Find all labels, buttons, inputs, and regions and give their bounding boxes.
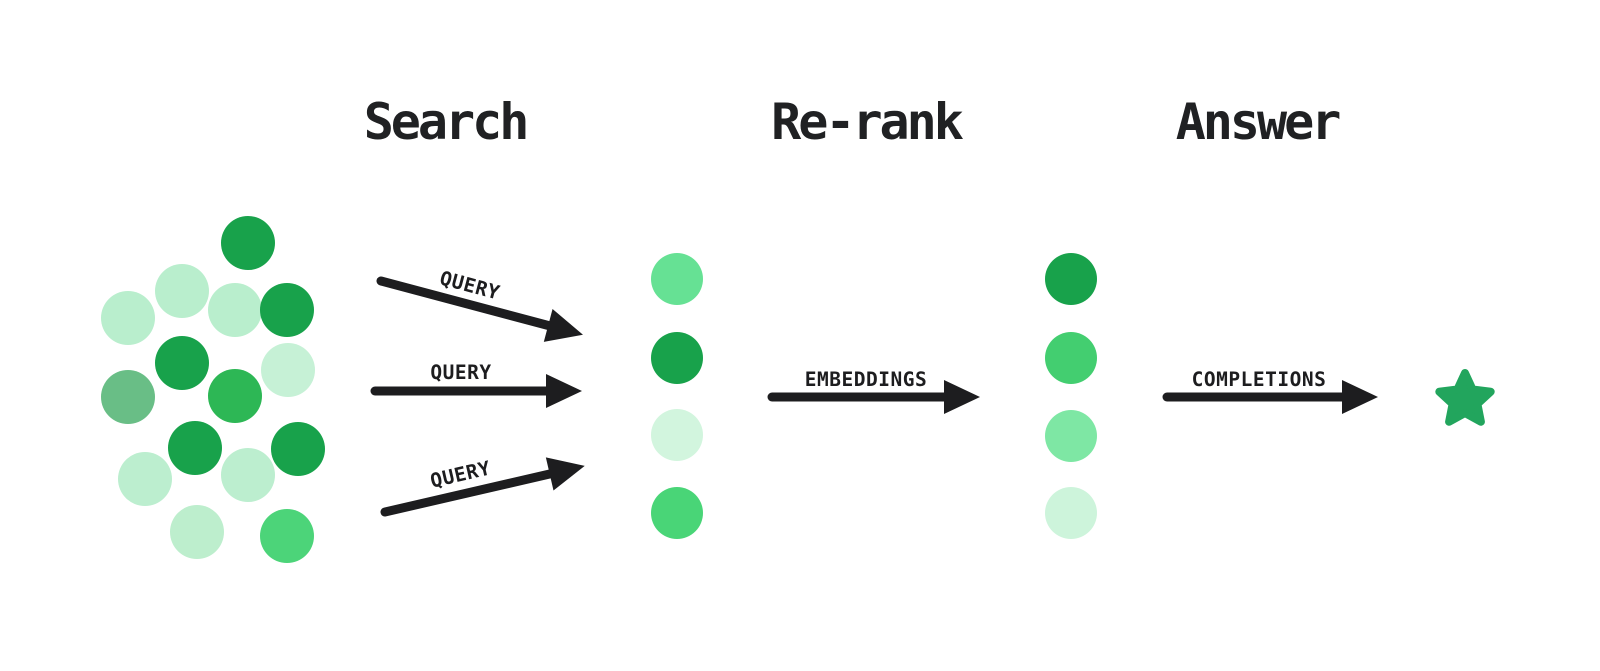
- embeddings-label: EMBEDDINGS: [805, 368, 927, 391]
- reranked-result-dot: [1045, 332, 1097, 384]
- document-dot: [208, 369, 262, 423]
- document-dot: [261, 343, 315, 397]
- completions-label: COMPLETIONS: [1192, 368, 1327, 391]
- completions-arrow-head-icon: [1342, 380, 1378, 414]
- heading-rerank: Re-rank: [771, 93, 964, 151]
- document-dot: [101, 370, 155, 424]
- document-dot: [168, 421, 222, 475]
- document-dot: [170, 505, 224, 559]
- query-arrow-bottom: QUERY: [380, 456, 585, 517]
- document-dot: [208, 283, 262, 337]
- heading-answer: Answer: [1175, 93, 1342, 151]
- reranked-result-dot: [1045, 487, 1097, 539]
- document-dot: [221, 448, 275, 502]
- search-result-dot: [651, 332, 703, 384]
- query-arrow-middle-head-icon: [546, 374, 582, 408]
- search-result-dot: [651, 409, 703, 461]
- document-dot: [155, 336, 209, 390]
- search-result-dot: [651, 487, 703, 539]
- query-arrow-top-head-icon: [543, 309, 583, 342]
- heading-search: Search: [363, 93, 530, 151]
- embeddings-arrow-head-icon: [944, 380, 980, 414]
- search-result-dot: [651, 253, 703, 305]
- document-dot: [260, 283, 314, 337]
- reranked-result-dot: [1045, 410, 1097, 462]
- document-dot: [260, 509, 314, 563]
- document-dot: [221, 216, 275, 270]
- query-arrow-top: QUERY: [376, 267, 583, 342]
- document-dot: [271, 422, 325, 476]
- star-icon: [1435, 369, 1495, 426]
- query-arrow-top-line: [376, 276, 558, 332]
- completions-arrow: COMPLETIONS: [1162, 368, 1378, 414]
- embeddings-arrow: EMBEDDINGS: [767, 368, 980, 414]
- query-arrow-bottom-head-icon: [545, 457, 585, 491]
- query-arrow-middle: QUERY: [370, 361, 582, 408]
- query-label-middle: QUERY: [430, 361, 491, 384]
- document-dot: [155, 264, 209, 318]
- reranked-result-dot: [1045, 253, 1097, 305]
- document-dot: [118, 452, 172, 506]
- query-arrow-bottom-line: [380, 468, 560, 517]
- document-dot: [101, 291, 155, 345]
